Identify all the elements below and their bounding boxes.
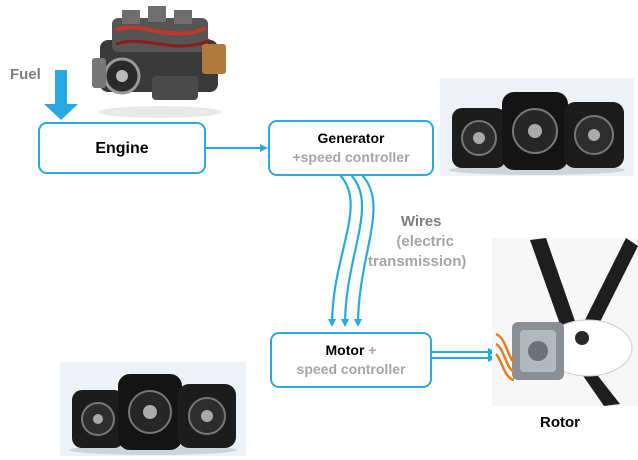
fuel-arrow [44,70,78,120]
motor-title-plus: + [364,342,377,358]
motor-to-rotor-arrows [432,348,496,362]
wires-label: Wires (electric transmission) [368,212,466,272]
rotor-label: Rotor [540,414,580,431]
engine-photo-icon [92,6,226,118]
wires-label-line3: transmission) [368,253,467,270]
wires-label-line1: Wires [400,213,442,230]
generator-box: Generator +speed controller [268,120,434,176]
motor-title: Motor [325,342,365,358]
fuel-label: Fuel [10,66,41,83]
motors-photo-bottom-icon [60,362,246,456]
motors-photo-top-icon [440,78,634,176]
wires-label-line2: (electric [396,233,454,250]
motor-subtitle: speed controller [296,361,406,377]
wires-arrows [328,174,375,327]
motor-title-line: Motor + [326,341,377,360]
rotor-photo-icon [492,238,638,406]
motor-box: Motor + speed controller [270,332,432,388]
engine-box: Engine [38,122,206,174]
engine-title: Engine [95,139,149,157]
generator-title: Generator [317,130,385,146]
generator-subtitle: +speed controller [292,149,410,165]
